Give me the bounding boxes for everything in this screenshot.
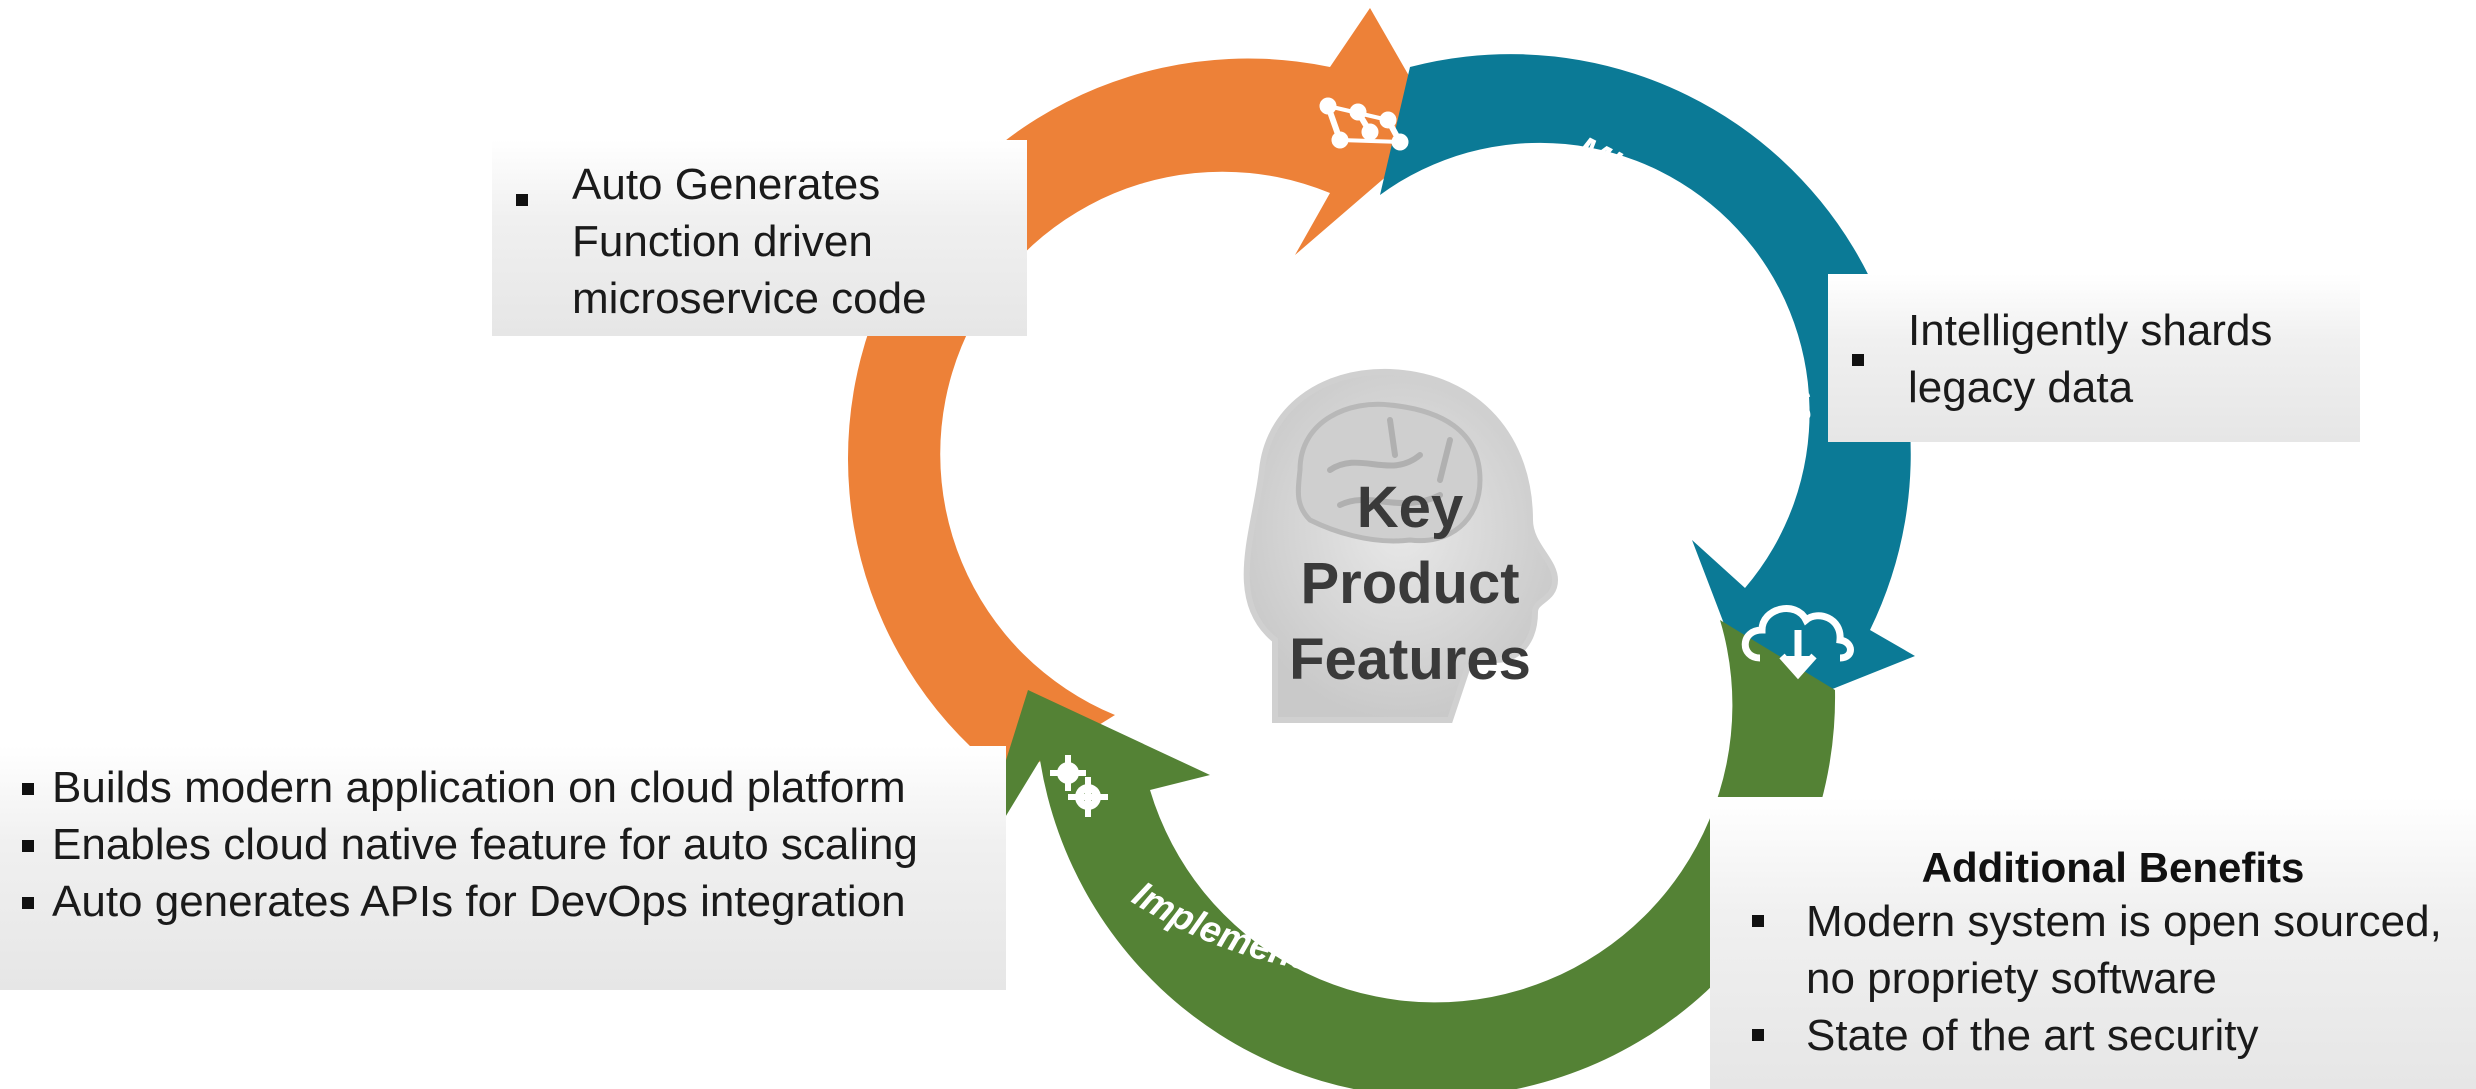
arc-implements-modern-platform: [970, 620, 1836, 1089]
gears-icon: [1050, 755, 1108, 817]
cloud-download-icon: [1741, 605, 1854, 680]
arc-migrates-to-big-data: [1380, 54, 1915, 718]
callout-migrates-to-big-data: Intelligently shards legacy data: [1828, 274, 2360, 442]
center-title-line-1: Key: [1356, 475, 1464, 540]
callout-item: Enables cloud native feature for auto sc…: [0, 816, 1006, 873]
center-title: Key Product Features: [1240, 470, 1580, 698]
callout-item: Builds modern application on cloud platf…: [0, 759, 1006, 816]
callout-item: Auto generates APIs for DevOps integrati…: [0, 873, 1006, 930]
dna-icon: [1319, 97, 1409, 151]
center-title-line-2: Product: [1300, 551, 1520, 616]
callout-additional-benefits: Additional Benefits Modern system is ope…: [1710, 797, 2476, 1089]
center-title-line-3: Features: [1289, 627, 1531, 692]
callout-item: Intelligently shards legacy data: [1828, 302, 2360, 416]
callout-item: Auto Generates Function driven microserv…: [492, 156, 1027, 327]
callout-heading: Additional Benefits: [1921, 844, 2305, 891]
head-brain-icon: [1243, 368, 1559, 723]
callout-implements-modern-platform: Builds modern application on cloud platf…: [0, 746, 1006, 990]
callout-item: Modern system is open sourced, no propri…: [1710, 893, 2476, 1007]
callout-builds-functional-app: Auto Generates Function driven microserv…: [492, 140, 1027, 336]
callout-item: State of the art security: [1710, 1007, 2476, 1064]
